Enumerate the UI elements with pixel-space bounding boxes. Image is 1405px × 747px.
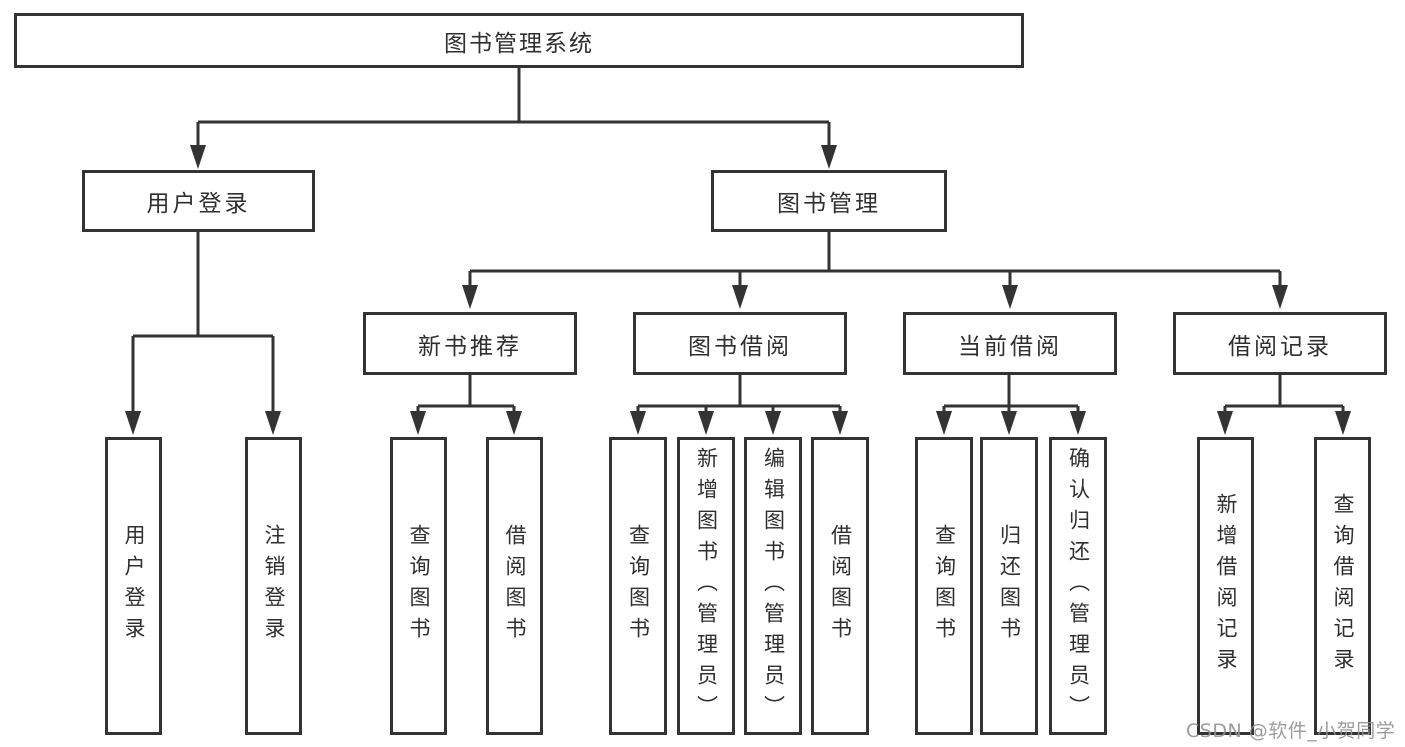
node-borrow-records: 借阅记录 xyxy=(1173,312,1387,375)
arrowhead-icon xyxy=(821,145,837,169)
arrowhead-icon xyxy=(410,411,426,435)
connectors-new-book-children xyxy=(410,375,522,435)
arrowhead-icon xyxy=(1001,411,1017,435)
leaf-query-books-borrow: 查询图书 xyxy=(609,437,667,735)
arrowhead-icon xyxy=(462,285,478,309)
arrowhead-icon xyxy=(732,285,748,309)
connectors-book-borrow-children xyxy=(630,375,848,435)
connectors-book-mgmt-children xyxy=(462,232,1288,309)
node-library-management-system: 图书管理系统 xyxy=(14,13,1024,68)
leaf-borrow-books: 借阅图书 xyxy=(811,437,869,735)
arrowhead-icon xyxy=(506,411,522,435)
arrowhead-icon xyxy=(1002,285,1018,309)
connectors-borrow-records-children xyxy=(1217,375,1351,435)
arrowhead-icon xyxy=(832,411,848,435)
csdn-watermark: CSDN @软件_小贺同学 xyxy=(1186,720,1396,742)
leaf-add-books-admin: 新增图书（管理员） xyxy=(677,437,735,735)
arrowhead-icon xyxy=(936,411,952,435)
node-user-login: 用户登录 xyxy=(82,170,315,232)
arrowhead-icon xyxy=(1070,411,1086,435)
arrowhead-icon xyxy=(698,411,714,435)
leaf-query-books-recommend: 查询图书 xyxy=(390,437,447,735)
leaf-query-borrow-record: 查询借阅记录 xyxy=(1314,437,1371,735)
arrowhead-icon xyxy=(265,411,281,435)
leaf-add-borrow-record: 新增借阅记录 xyxy=(1197,437,1254,735)
connectors-root-to-level2 xyxy=(190,68,837,169)
node-new-book-recommend: 新书推荐 xyxy=(363,312,577,375)
arrowhead-icon xyxy=(1217,411,1233,435)
node-current-borrow: 当前借阅 xyxy=(903,312,1117,375)
arrowhead-icon xyxy=(125,411,141,435)
leaf-confirm-return-admin: 确认归还（管理员） xyxy=(1049,437,1107,735)
arrowhead-icon xyxy=(190,145,206,169)
leaf-logout-login: 注销登录 xyxy=(245,437,302,735)
connectors-user-login-children xyxy=(125,232,281,435)
arrowhead-icon xyxy=(765,411,781,435)
connectors-current-borrow-children xyxy=(936,375,1086,435)
node-book-management: 图书管理 xyxy=(711,170,947,232)
leaf-edit-books-admin: 编辑图书（管理员） xyxy=(744,437,802,735)
leaf-user-login: 用户登录 xyxy=(105,437,162,735)
arrowhead-icon xyxy=(1272,285,1288,309)
node-book-borrow: 图书借阅 xyxy=(633,312,847,375)
arrowhead-icon xyxy=(630,411,646,435)
leaf-borrow-books-recommend: 借阅图书 xyxy=(486,437,543,735)
arrowhead-icon xyxy=(1335,411,1351,435)
leaf-return-books: 归还图书 xyxy=(980,437,1038,735)
leaf-query-books-current: 查询图书 xyxy=(915,437,973,735)
